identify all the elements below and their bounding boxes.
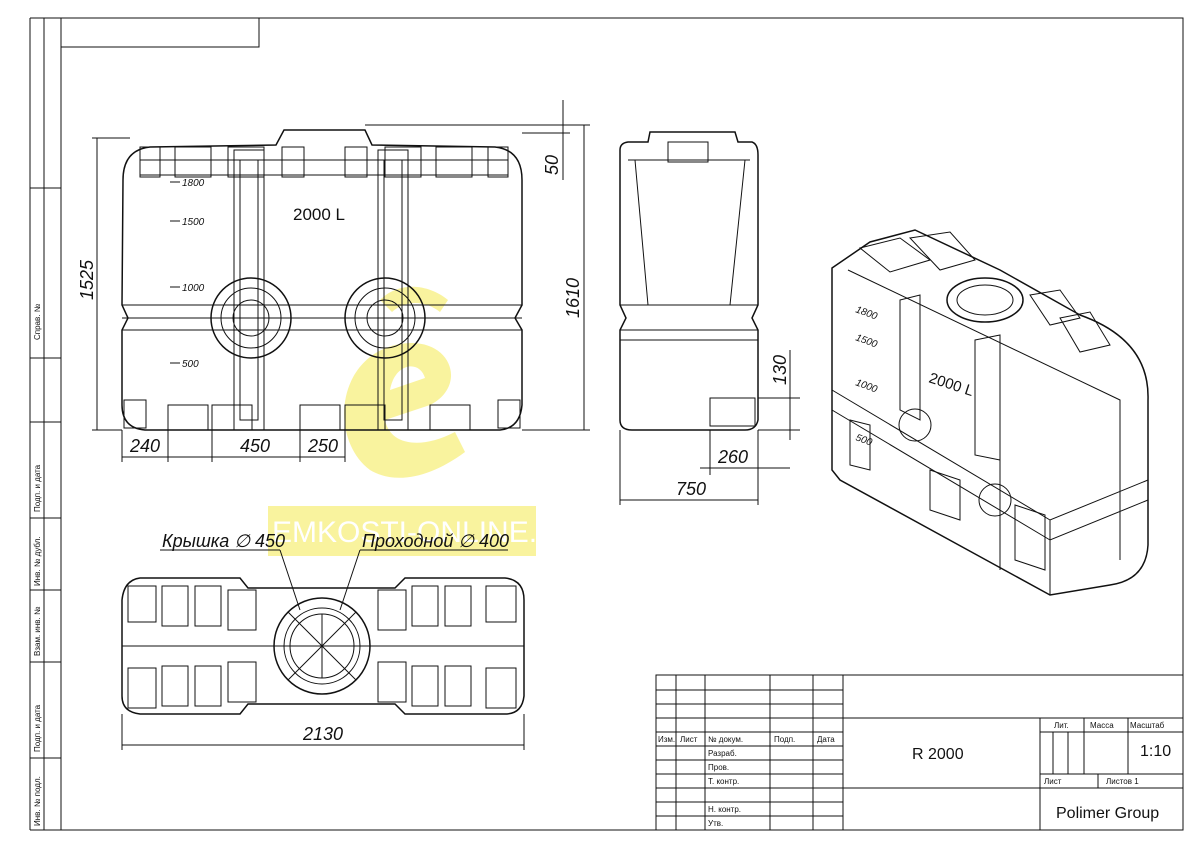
tb-masshtab: Масштаб <box>1130 721 1165 730</box>
iso-body-outline <box>831 229 1149 596</box>
front-level-1000: 1000 <box>182 283 205 294</box>
dim-d3: 250 <box>307 436 338 456</box>
dim-lid: 50 <box>542 155 562 175</box>
stamp-inv-podl: Инв. № подл. <box>33 776 42 826</box>
sheet-frame <box>60 17 1184 831</box>
front-level-500: 500 <box>182 359 199 370</box>
side-view: 130 260 750 <box>619 131 800 505</box>
stamp-inv-dubl: Инв. № дубл. <box>33 536 42 586</box>
lid-label: Крышка ∅ 450 <box>162 531 285 551</box>
tb-massa: Масса <box>1090 721 1114 730</box>
tb-col-list: Лист <box>680 735 698 744</box>
tb-tkontr: Т. контр. <box>708 777 739 786</box>
tb-col-docnum: № докум. <box>708 735 743 744</box>
top-corner-box <box>60 17 260 48</box>
front-capacity-label: 2000 L <box>293 205 345 224</box>
iso-level-1000: 1000 <box>854 377 879 395</box>
iso-level-1500: 1500 <box>854 332 879 350</box>
dim-side-h: 130 <box>770 355 790 385</box>
tb-razrab: Разраб. <box>708 749 737 758</box>
watermark-text: EMKOSTI-ONLINE.RU <box>272 516 580 549</box>
tb-sheet: Лист <box>1044 777 1062 786</box>
top-body-outline <box>121 577 525 715</box>
title-block: Изм. Лист № докум. Подп. Дата Разраб. Пр… <box>655 674 1184 831</box>
tb-lit: Лит. <box>1054 721 1069 730</box>
tb-nkontr: Н. контр. <box>708 805 741 814</box>
tb-sheets: Листов 1 <box>1106 777 1139 786</box>
tb-utv: Утв. <box>708 819 723 828</box>
dim-height-main: 1525 <box>77 259 97 300</box>
hatch-label: Проходной ∅ 400 <box>362 531 509 551</box>
iso-capacity-label: 2000 L <box>927 370 976 400</box>
side-body-outline <box>619 131 759 431</box>
tb-company: Polimer Group <box>1056 805 1159 822</box>
dim-height-total: 1610 <box>563 278 583 318</box>
iso-view: 1800 1500 1000 500 2000 L <box>831 229 1149 596</box>
dim-side-w1: 260 <box>717 447 748 467</box>
iso-level-500: 500 <box>854 432 874 448</box>
tb-designation: R 2000 <box>912 746 964 763</box>
stamp-podp1: Подп. и дата <box>33 464 42 512</box>
top-view: Крышка ∅ 450 Проходной ∅ 400 2130 <box>121 531 525 750</box>
tb-scale: 1:10 <box>1140 743 1171 760</box>
stamp-sprav: Справ. № <box>33 303 42 340</box>
stamp-podp2: Подп. и дата <box>33 704 42 752</box>
iso-level-1800: 1800 <box>854 304 879 322</box>
tb-col-podp: Подп. <box>774 735 795 744</box>
watermark-logo: EMKOSTI-ONLINE.RU <box>268 286 580 556</box>
tb-col-izm: Изм. <box>658 735 675 744</box>
dim-side-w: 750 <box>676 479 706 499</box>
tb-col-date: Дата <box>817 735 835 744</box>
front-view: 1800 1500 1000 500 2000 L 1525 1610 50 2… <box>77 100 590 462</box>
stamp-vzam: Взам. инв. № <box>33 606 42 656</box>
dim-d1: 240 <box>129 436 160 456</box>
tb-prov: Пров. <box>708 763 729 772</box>
dim-length: 2130 <box>302 724 343 744</box>
front-level-1800: 1800 <box>182 178 205 189</box>
side-stamp: Справ. № Подп. и дата Инв. № дубл. Взам.… <box>29 17 61 831</box>
dim-d2: 450 <box>240 436 270 456</box>
front-level-1500: 1500 <box>182 217 205 228</box>
